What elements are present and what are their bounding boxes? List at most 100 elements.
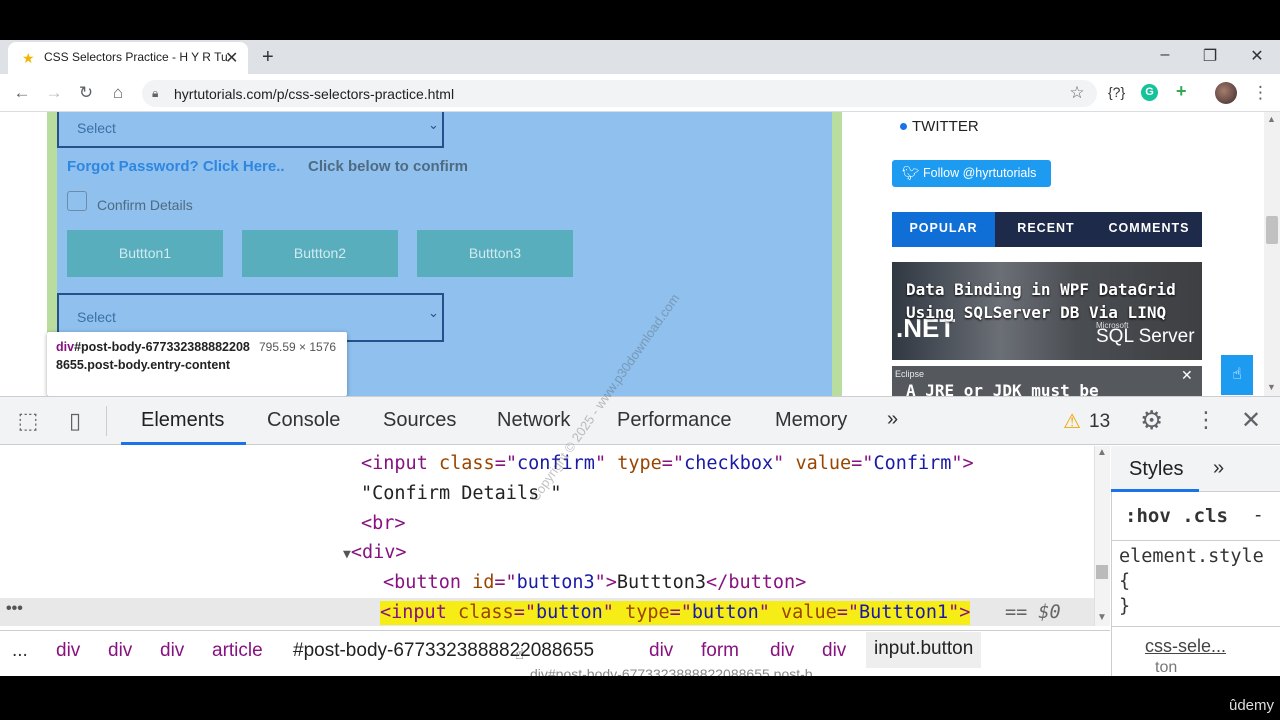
buttton3-button[interactable]: Buttton3 bbox=[417, 230, 573, 277]
popular-post-title[interactable]: Data Binding in WPF DataGrid Using SQLSe… bbox=[906, 280, 1176, 322]
dotnet-logo: .NET bbox=[896, 313, 956, 343]
tab-styles[interactable]: Styles bbox=[1129, 458, 1184, 480]
scroll-up-icon[interactable]: ▲ bbox=[1267, 114, 1276, 124]
star-favicon-icon: ★ bbox=[22, 50, 35, 66]
popular-post-thumbnail[interactable] bbox=[892, 262, 1202, 360]
breadcrumb-item[interactable]: div bbox=[822, 640, 847, 661]
tab-console[interactable]: Console bbox=[267, 409, 341, 431]
twitter-heading: TWITTER bbox=[912, 118, 979, 135]
breadcrumb-item[interactable]: article bbox=[212, 640, 263, 661]
more-tabs-icon[interactable]: » bbox=[1213, 457, 1225, 479]
extension-selector-hub-icon[interactable]: {?} bbox=[1108, 84, 1126, 100]
scroll-up-icon[interactable]: ▲ bbox=[1097, 447, 1107, 458]
back-icon[interactable]: ← bbox=[13, 83, 31, 102]
gear-icon[interactable]: ⚙ bbox=[1140, 405, 1164, 435]
devtools-close-icon[interactable]: ✕ bbox=[1241, 407, 1262, 434]
scroll-down-icon[interactable]: ▼ bbox=[1097, 612, 1107, 623]
minimize-icon[interactable]: – bbox=[1160, 46, 1170, 63]
popular-post-title[interactable]: A JRE or JDK must be bbox=[906, 381, 1099, 400]
breadcrumb-item[interactable]: div bbox=[770, 640, 795, 661]
dom-node-br[interactable]: <br> bbox=[361, 513, 406, 534]
buttton1-button[interactable]: Buttton1 bbox=[67, 230, 223, 277]
style-source-link[interactable]: css-sele... bbox=[1145, 636, 1227, 656]
dom-scroll-thumb[interactable] bbox=[1096, 565, 1108, 579]
pointer-hand-icon[interactable]: ☝ bbox=[1221, 355, 1253, 395]
dom-node-div[interactable]: ▼<div> bbox=[343, 541, 407, 567]
inspect-element-icon[interactable]: ⬚ bbox=[17, 408, 39, 433]
active-tab-indicator bbox=[1111, 489, 1199, 492]
page-scrollbar[interactable] bbox=[1264, 112, 1280, 396]
mouse-cursor-icon: ☝︎ bbox=[515, 646, 525, 663]
devtools-menu-icon[interactable]: ⋮ bbox=[1195, 407, 1217, 432]
bookmark-star-icon[interactable]: ☆ bbox=[1069, 83, 1085, 102]
breadcrumb-ellipsis[interactable]: ... bbox=[12, 640, 28, 661]
tab-comments[interactable]: COMMENTS bbox=[1108, 221, 1190, 235]
breadcrumb-item[interactable]: #post-body-6773323888822088655 bbox=[293, 640, 595, 661]
chevron-down-icon: ⌄ bbox=[428, 305, 439, 320]
expand-triangle-icon[interactable]: ▼ bbox=[343, 547, 351, 562]
tab-sources[interactable]: Sources bbox=[383, 409, 457, 431]
tab-memory[interactable]: Memory bbox=[775, 409, 848, 431]
udemy-logo: ûdemy bbox=[1229, 697, 1275, 714]
element-style-close: } bbox=[1119, 596, 1131, 617]
home-icon[interactable]: ⌂ bbox=[112, 83, 124, 102]
buttton2-button[interactable]: Buttton2 bbox=[242, 230, 398, 277]
attr-value: button3 bbox=[516, 572, 595, 593]
tab-performance[interactable]: Performance bbox=[617, 409, 732, 431]
forgot-password-link[interactable]: Forgot Password? Click Here.. bbox=[67, 158, 285, 175]
browser-tab[interactable] bbox=[8, 42, 248, 74]
popular-post-thumbnail[interactable] bbox=[892, 366, 1202, 396]
device-toolbar-icon[interactable]: ▯ bbox=[68, 408, 82, 433]
breadcrumb-item[interactable]: div bbox=[108, 640, 133, 661]
select-dropdown-top[interactable]: Select bbox=[57, 112, 444, 148]
sqlserver-logo: SQL Server bbox=[1096, 326, 1195, 347]
close-icon[interactable]: ✕ bbox=[1181, 367, 1193, 383]
tab-popular[interactable]: POPULAR bbox=[892, 212, 995, 247]
dom-text-node[interactable]: "Confirm Details " bbox=[361, 483, 562, 504]
restore-icon[interactable]: ❐ bbox=[1202, 48, 1218, 65]
url-text[interactable]: hyrtutorials.com/p/css-selectors-practic… bbox=[174, 86, 455, 102]
tooltip-size: 795.59 × 1576 bbox=[259, 340, 337, 354]
breadcrumb-item[interactable]: div bbox=[56, 640, 81, 661]
lock-icon[interactable]: 🔒︎ bbox=[152, 86, 159, 100]
address-bar[interactable] bbox=[142, 80, 1097, 107]
page-scroll-thumb[interactable] bbox=[1266, 216, 1278, 244]
dom-node-input-button-selected[interactable]: <input class="button" type="button" valu… bbox=[380, 601, 971, 625]
chevron-down-icon: ⌄ bbox=[428, 117, 439, 132]
dom-node-input-confirm[interactable]: <input class="confirm" type="checkbox" v… bbox=[361, 453, 974, 474]
hov-cls-toggles[interactable]: :hov .cls bbox=[1125, 505, 1228, 527]
element-style-rule[interactable]: element.style {} bbox=[1119, 544, 1269, 619]
reload-icon[interactable]: ↻ bbox=[78, 83, 94, 102]
breadcrumb-item[interactable]: div bbox=[160, 640, 185, 661]
console-ref: == $0 bbox=[1005, 602, 1061, 623]
breadcrumb-item-active[interactable]: input.button bbox=[866, 632, 982, 668]
row-ellipsis-icon[interactable]: ••• bbox=[6, 600, 23, 617]
window-close-icon[interactable]: ✕ bbox=[1250, 48, 1264, 65]
dom-scrollbar[interactable] bbox=[1094, 446, 1110, 626]
scroll-down-icon[interactable]: ▼ bbox=[1267, 382, 1276, 392]
profile-avatar[interactable] bbox=[1215, 82, 1237, 104]
devtools-tabbar bbox=[0, 397, 1280, 445]
breadcrumb-item[interactable]: form bbox=[701, 640, 739, 661]
video-letterbox bbox=[0, 676, 1280, 720]
extension-plus-icon[interactable]: + bbox=[1176, 81, 1187, 101]
confirm-checkbox[interactable] bbox=[67, 191, 87, 211]
tab-network[interactable]: Network bbox=[497, 409, 571, 431]
more-tabs-icon[interactable]: » bbox=[887, 408, 899, 430]
tab-elements[interactable]: Elements bbox=[141, 409, 225, 431]
browser-menu-icon[interactable]: ⋮ bbox=[1252, 83, 1269, 102]
tab-recent[interactable]: RECENT bbox=[1017, 221, 1075, 235]
dom-node-button3[interactable]: <button id="button3">Buttton3</button> bbox=[383, 572, 807, 593]
post-category: Eclipse bbox=[895, 369, 925, 379]
forward-icon[interactable]: → bbox=[45, 83, 63, 102]
new-style-rule-icon[interactable]: - bbox=[1255, 505, 1262, 526]
tab-close-icon[interactable]: ✕ bbox=[225, 50, 239, 67]
attr-value: Buttton1 bbox=[859, 602, 949, 623]
new-tab-icon[interactable]: + bbox=[262, 46, 274, 68]
twitter-follow-button[interactable] bbox=[892, 160, 1051, 187]
warning-icon[interactable]: ⚠ bbox=[1063, 411, 1081, 433]
tooltip-tag: div bbox=[56, 340, 75, 354]
warning-count[interactable]: 13 bbox=[1089, 411, 1111, 432]
breadcrumb-item[interactable]: div bbox=[649, 640, 674, 661]
extension-grammarly-icon[interactable]: G bbox=[1141, 84, 1158, 101]
